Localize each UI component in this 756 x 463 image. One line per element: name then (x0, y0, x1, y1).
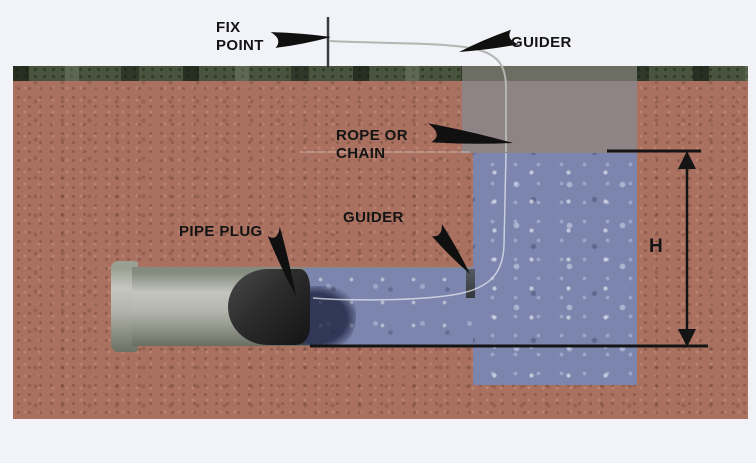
guider-mid-arrow-icon (431, 223, 470, 274)
height-dimension-label: H (649, 236, 663, 257)
guider-tab (466, 269, 475, 298)
rope-under-water (312, 152, 507, 301)
fix-point-arrow-icon (270, 32, 331, 48)
rope-or-chain-arrow-icon (427, 123, 513, 144)
dimension-arrowhead-down-icon (678, 329, 696, 347)
pipe-plug-shape (228, 269, 310, 345)
fix-point-label: FIX POINT (216, 19, 264, 54)
guider-mid-label: GUIDER (343, 209, 404, 226)
pipe-plug-label: PIPE PLUG (179, 223, 263, 240)
dimension-arrowhead-up-icon (678, 151, 696, 169)
pipe-plug-arrow-icon (267, 226, 296, 296)
guider-top-label: GUIDER (511, 34, 572, 51)
rope-or-chain-label: ROPE OR CHAIN (336, 127, 408, 162)
guider-top-arrow-icon (459, 29, 520, 52)
